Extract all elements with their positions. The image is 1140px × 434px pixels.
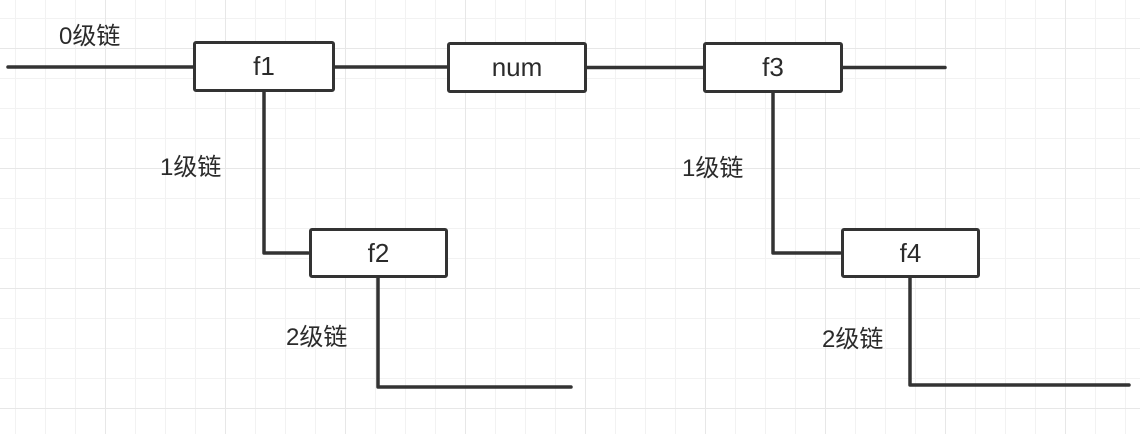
connector-f2-level2-elbow[interactable] — [376, 276, 573, 389]
node-f3[interactable]: f3 — [703, 42, 843, 93]
connector-f1-to-f2-elbow[interactable] — [262, 90, 310, 255]
node-f1-label: f1 — [253, 51, 275, 81]
node-f4-label: f4 — [899, 237, 922, 268]
chain-label-level2-left: 2级链 — [286, 324, 348, 351]
connector-f3-to-f4-elbow[interactable] — [771, 91, 842, 255]
chain-label-level2-right: 2级链 — [822, 326, 884, 353]
node-f1[interactable]: f1 — [193, 41, 335, 92]
connector-f4-level2-elbow[interactable] — [908, 276, 1131, 387]
node-f4[interactable]: f4 — [841, 228, 980, 278]
node-f2-label: f2 — [367, 237, 390, 268]
chain-label-level1-right: 1级链 — [682, 155, 744, 182]
chain-label-level0: 0级链 — [59, 23, 121, 50]
node-num-label: num — [491, 52, 543, 82]
chain-label-level1-left: 1级链 — [160, 154, 222, 181]
node-num[interactable]: num — [447, 42, 587, 93]
node-f3-label: f3 — [762, 52, 784, 82]
node-f2[interactable]: f2 — [309, 228, 448, 278]
